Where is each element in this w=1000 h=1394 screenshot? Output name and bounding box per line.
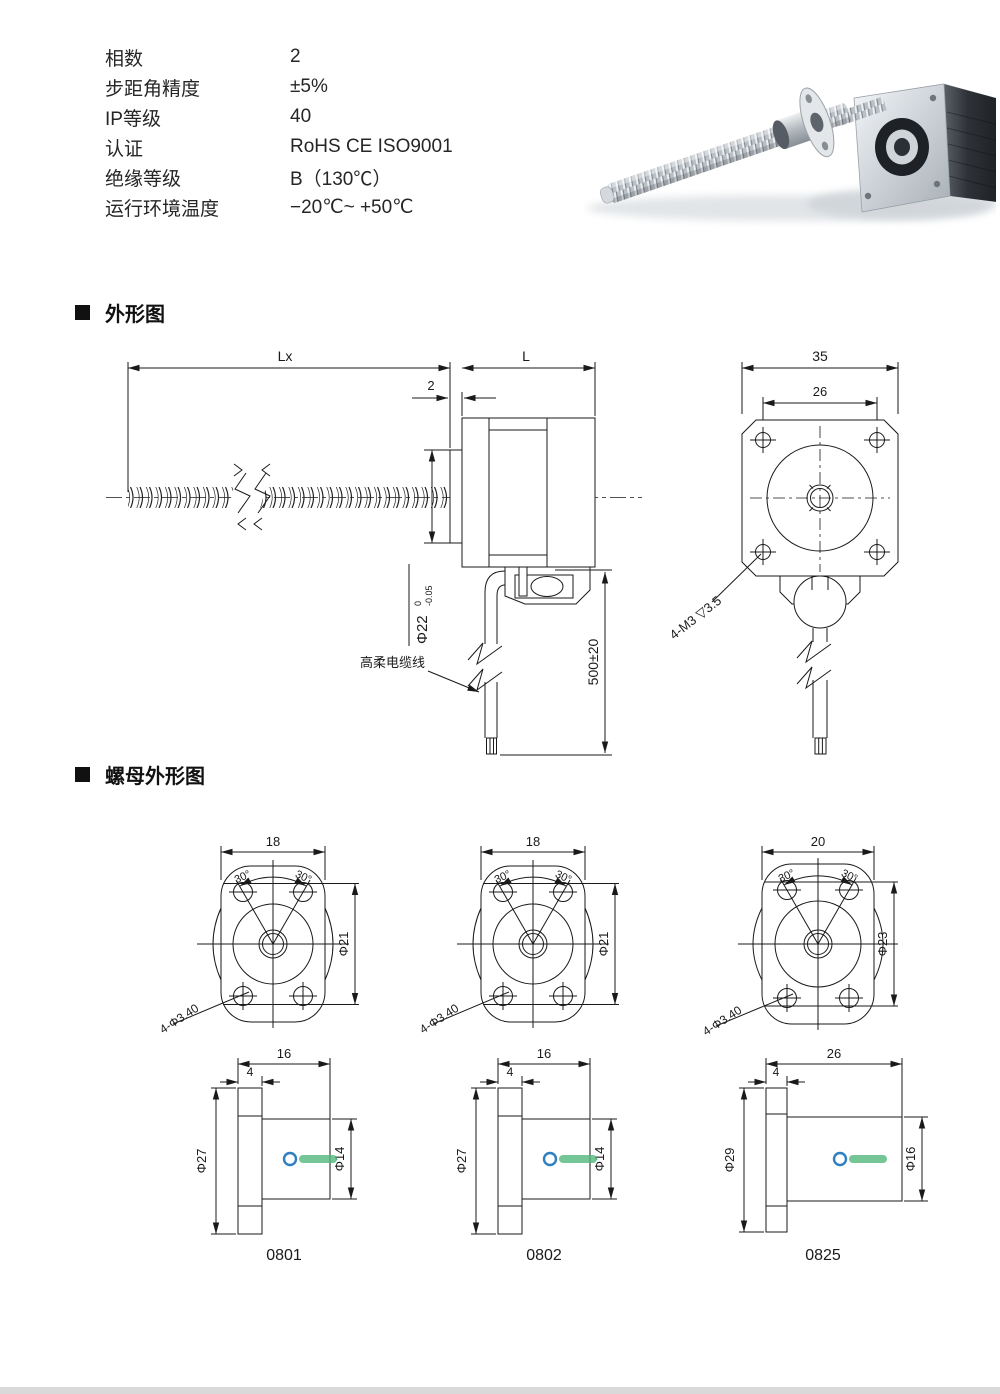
section-bullet-icon bbox=[75, 767, 90, 782]
dim-bolt-circle: Φ23 bbox=[875, 932, 890, 957]
outline-side-view-drawing: Lx L 2 bbox=[106, 348, 642, 756]
cable-callout-label: 高柔电缆线 bbox=[360, 655, 425, 670]
dim-length: 16 bbox=[277, 1046, 291, 1061]
nut-side-view bbox=[739, 1058, 928, 1233]
spec-row: IP等级 40 bbox=[105, 102, 453, 132]
phi22-label: Φ22 0 -0.05 bbox=[413, 585, 434, 644]
svg-text:-0.05: -0.05 bbox=[424, 585, 434, 606]
spec-value: ±5% bbox=[290, 76, 328, 97]
spec-value: RoHS CE ISO9001 bbox=[290, 136, 453, 157]
dim-hole-callout: 4-Φ3.40 bbox=[700, 1003, 744, 1039]
dim-body-dia: Φ14 bbox=[332, 1147, 347, 1172]
svg-text:0: 0 bbox=[413, 601, 423, 606]
spec-row: 绝缘等级 B（130℃） bbox=[105, 162, 453, 192]
screw-break bbox=[226, 480, 268, 516]
thread-callout-label: 4-M3 ▽3.5 bbox=[667, 593, 725, 643]
section-nut-header: 螺母外形图 bbox=[75, 760, 205, 789]
thread-callout-leader bbox=[711, 553, 762, 603]
dim-boss-label: 2 bbox=[427, 378, 434, 393]
flange-face bbox=[741, 419, 899, 577]
brand-watermark bbox=[832, 1151, 887, 1167]
product-photo bbox=[587, 83, 996, 221]
dim-bolt-circle: Φ21 bbox=[596, 932, 611, 957]
spec-value: −20℃~ +50℃ bbox=[290, 196, 414, 218]
svg-text:Φ22: Φ22 bbox=[414, 615, 431, 644]
spec-label: IP等级 bbox=[105, 108, 161, 130]
dim-flange-thickness: 4 bbox=[247, 1065, 254, 1079]
connector-bottom bbox=[779, 575, 861, 629]
dim-length: 26 bbox=[827, 1046, 841, 1061]
lead-screw bbox=[128, 463, 450, 531]
flange-nut-photo bbox=[772, 87, 835, 158]
dim-bolt-circle: Φ21 bbox=[336, 932, 351, 957]
dim-hole-callout: 4-Φ3.40 bbox=[417, 1001, 461, 1037]
dim-flange-dia: Φ27 bbox=[454, 1149, 469, 1174]
dim-angle-right: 30° bbox=[839, 867, 859, 885]
spec-value: 2 bbox=[290, 46, 301, 67]
outline-front-view-drawing: 35 26 4-M3 ▽3.5 bbox=[667, 348, 899, 755]
nut-side-view bbox=[211, 1058, 357, 1235]
connector-housing bbox=[504, 566, 591, 605]
spec-label: 绝缘等级 bbox=[105, 168, 182, 190]
brand-watermark bbox=[282, 1151, 337, 1167]
nut-front-view bbox=[715, 846, 898, 1030]
cable-length-dimension bbox=[500, 569, 612, 756]
dim-across-flats: 18 bbox=[526, 834, 540, 849]
dim-body-dia: Φ14 bbox=[592, 1147, 607, 1172]
spec-label: 运行环境温度 bbox=[105, 198, 220, 220]
motor-body bbox=[853, 83, 996, 213]
nut-drawing-0802: 18 30° 30° Φ21 4-Φ3.40 16 4 Φ27 Φ14 08 bbox=[417, 834, 619, 1264]
spec-label: 认证 bbox=[105, 138, 144, 160]
spec-value: 40 bbox=[290, 106, 312, 127]
dim-hole-callout: 4-Φ3.40 bbox=[157, 1001, 201, 1037]
nut-drawing-0801: 18 30° 30° Φ21 4-Φ3.40 16 4 Φ27 Φ14 08 bbox=[157, 834, 359, 1264]
motor-body-outline bbox=[449, 417, 596, 568]
spec-value: B（130℃） bbox=[290, 168, 392, 190]
spec-row: 运行环境温度 −20℃~ +50℃ bbox=[105, 192, 453, 222]
svg-text:500±20: 500±20 bbox=[585, 638, 601, 685]
dim-front-width-label: 35 bbox=[812, 348, 828, 364]
dim-l-label: L bbox=[522, 348, 530, 364]
spec-row: 步距角精度 ±5% bbox=[105, 72, 453, 102]
nut-drawing-0825: 20 30° 30° Φ23 4-Φ3.40 26 4 Φ29 Φ16 08 bbox=[700, 834, 928, 1264]
spec-label: 步距角精度 bbox=[105, 78, 201, 100]
phi22-dimension bbox=[408, 449, 450, 646]
brand-watermark bbox=[542, 1151, 597, 1167]
nut-front-view bbox=[172, 846, 359, 1028]
cable-length-label: 500±20 bbox=[585, 638, 601, 685]
spec-row: 认证 RoHS CE ISO9001 bbox=[105, 132, 453, 162]
dim-body-dia: Φ16 bbox=[903, 1147, 918, 1172]
dim-lx-label: Lx bbox=[278, 348, 293, 364]
dim-flange-dia: Φ27 bbox=[194, 1149, 209, 1174]
section-bullet-icon bbox=[75, 305, 90, 320]
section-outline-header: 外形图 bbox=[75, 298, 165, 327]
dim-length: 16 bbox=[537, 1046, 551, 1061]
cable-callout-leader bbox=[427, 670, 480, 693]
section-title: 外形图 bbox=[105, 304, 165, 326]
spec-label: 相数 bbox=[105, 48, 144, 70]
nut-front-view bbox=[432, 846, 619, 1028]
dim-flange-thickness: 4 bbox=[773, 1065, 780, 1079]
page-footer-strip bbox=[0, 1387, 1000, 1394]
spec-row: 相数 2 bbox=[105, 42, 453, 72]
spec-table: 相数 2 步距角精度 ±5% IP等级 40 认证 RoHS CE ISO9001 绝缘… bbox=[105, 42, 453, 222]
cable bbox=[796, 628, 832, 755]
dim-flange-thickness: 4 bbox=[507, 1065, 514, 1079]
nut-model-label: 0802 bbox=[526, 1247, 562, 1264]
cable bbox=[467, 570, 506, 755]
nut-side-view bbox=[471, 1058, 617, 1235]
dimension-lines bbox=[127, 362, 596, 492]
nut-model-label: 0825 bbox=[805, 1247, 841, 1264]
dim-across-flats: 20 bbox=[811, 834, 825, 849]
nut-model-label: 0801 bbox=[266, 1247, 302, 1264]
section-title: 螺母外形图 bbox=[105, 766, 205, 788]
dim-flange-dia: Φ29 bbox=[722, 1148, 737, 1173]
svg-text:4-M3 ▽3.5: 4-M3 ▽3.5 bbox=[667, 593, 725, 643]
dim-hole-spacing-label: 26 bbox=[813, 384, 827, 399]
dim-across-flats: 18 bbox=[266, 834, 280, 849]
dim-angle-left: 30° bbox=[777, 867, 797, 885]
